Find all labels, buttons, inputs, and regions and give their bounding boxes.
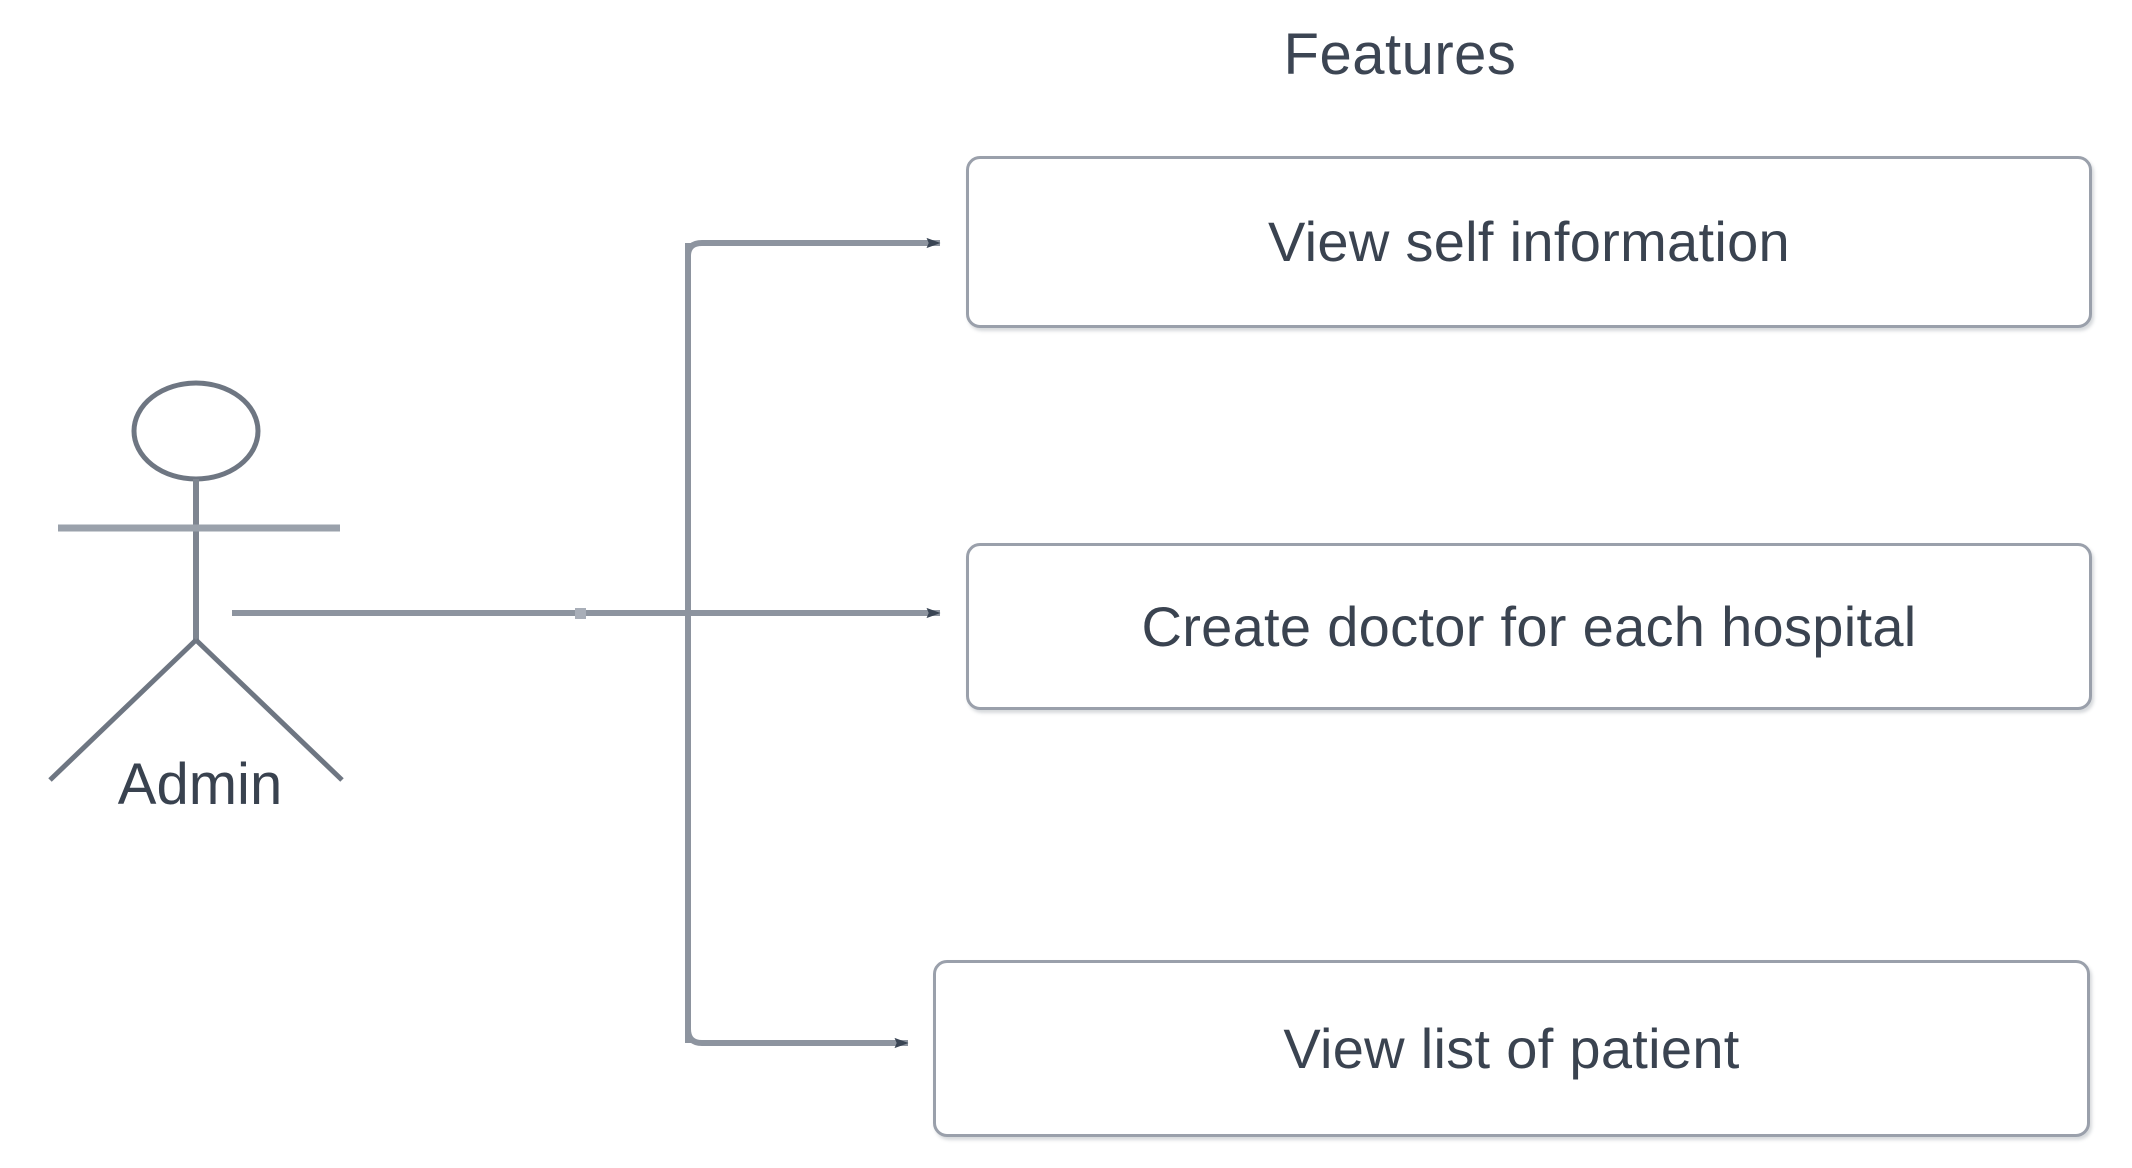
- usecase-box-view-list-of-patient[interactable]: View list of patient: [933, 960, 2090, 1137]
- usecase-label: View list of patient: [1283, 1016, 1740, 1080]
- actor-label-admin: Admin: [117, 752, 283, 817]
- actor-head-icon: [131, 380, 261, 482]
- connector-to-view-self-information: [685, 237, 941, 257]
- diagram-title: Features: [1283, 22, 1517, 87]
- connector-to-view-list-of-patient: [685, 1028, 909, 1049]
- connector-waypoint-marker: [575, 608, 586, 619]
- usecase-label: View self information: [1268, 210, 1790, 273]
- usecase-box-create-doctor-for-each-hospital[interactable]: Create doctor for each hospital: [966, 543, 2092, 710]
- usecase-box-view-self-information[interactable]: View self information: [966, 156, 2092, 328]
- usecase-label: Create doctor for each hospital: [1141, 594, 1917, 658]
- actor-admin: [48, 380, 344, 782]
